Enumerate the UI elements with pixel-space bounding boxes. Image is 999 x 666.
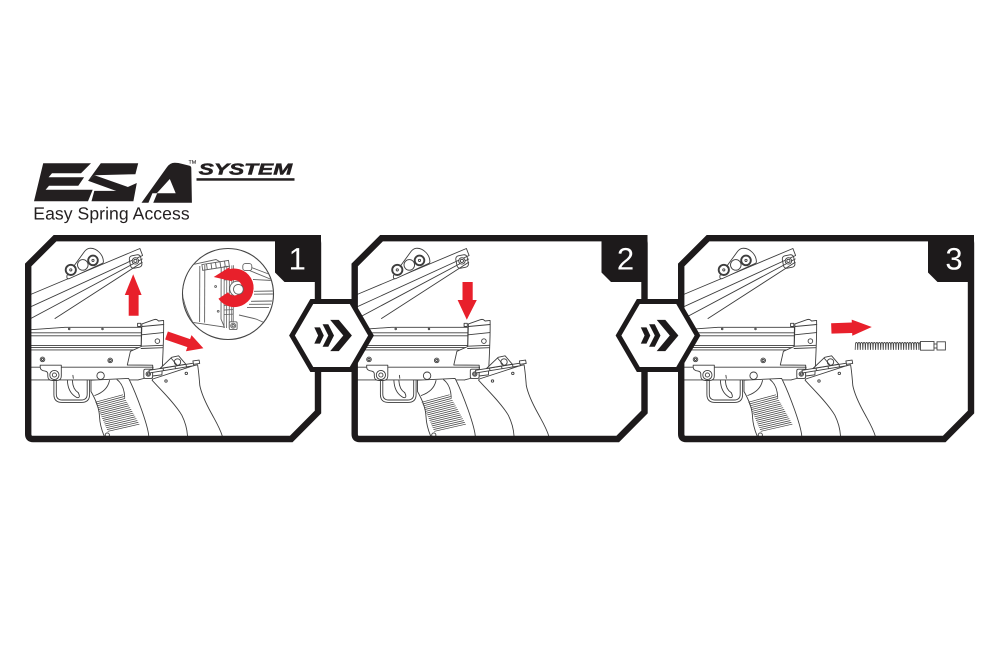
svg-text:SYSTEM: SYSTEM	[199, 161, 294, 178]
svg-text:1: 1	[289, 242, 306, 277]
svg-text:2: 2	[617, 242, 634, 277]
svg-text:™: ™	[188, 159, 197, 169]
svg-text:Easy Spring Access: Easy Spring Access	[33, 203, 190, 223]
svg-text:3: 3	[945, 242, 962, 277]
